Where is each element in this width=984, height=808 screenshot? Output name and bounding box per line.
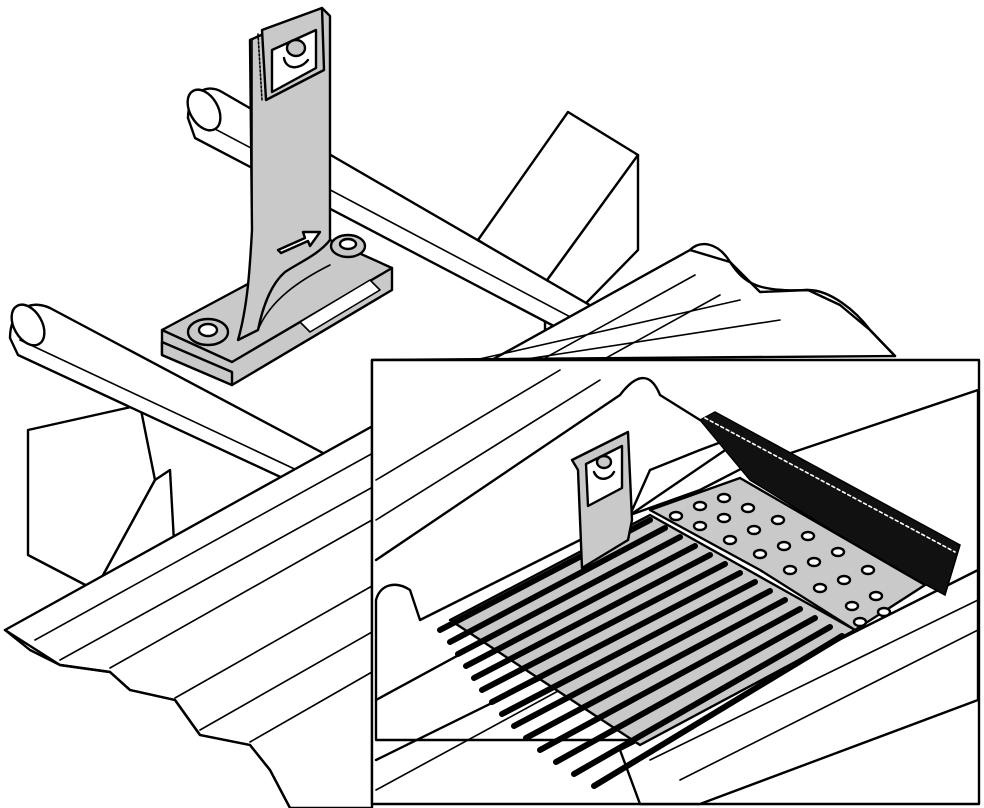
roof-tiles	[3, 242, 897, 808]
base-plate	[160, 233, 394, 387]
detail-inset	[370, 358, 981, 806]
flexible-flashing	[437, 513, 857, 789]
main-view	[3, 6, 897, 808]
arrow-right-icon	[276, 230, 322, 255]
hook-slot-icon	[282, 38, 310, 69]
sealing-strip	[698, 411, 961, 597]
roof-hook	[236, 6, 332, 342]
perforated-plate	[648, 476, 927, 632]
flashing-ribs	[437, 517, 845, 789]
screw-hole-left	[186, 317, 230, 347]
screw-hole-right	[329, 233, 367, 259]
rafter	[26, 110, 640, 592]
detail-roof-hook	[570, 430, 634, 570]
perforation-holes	[668, 492, 892, 628]
